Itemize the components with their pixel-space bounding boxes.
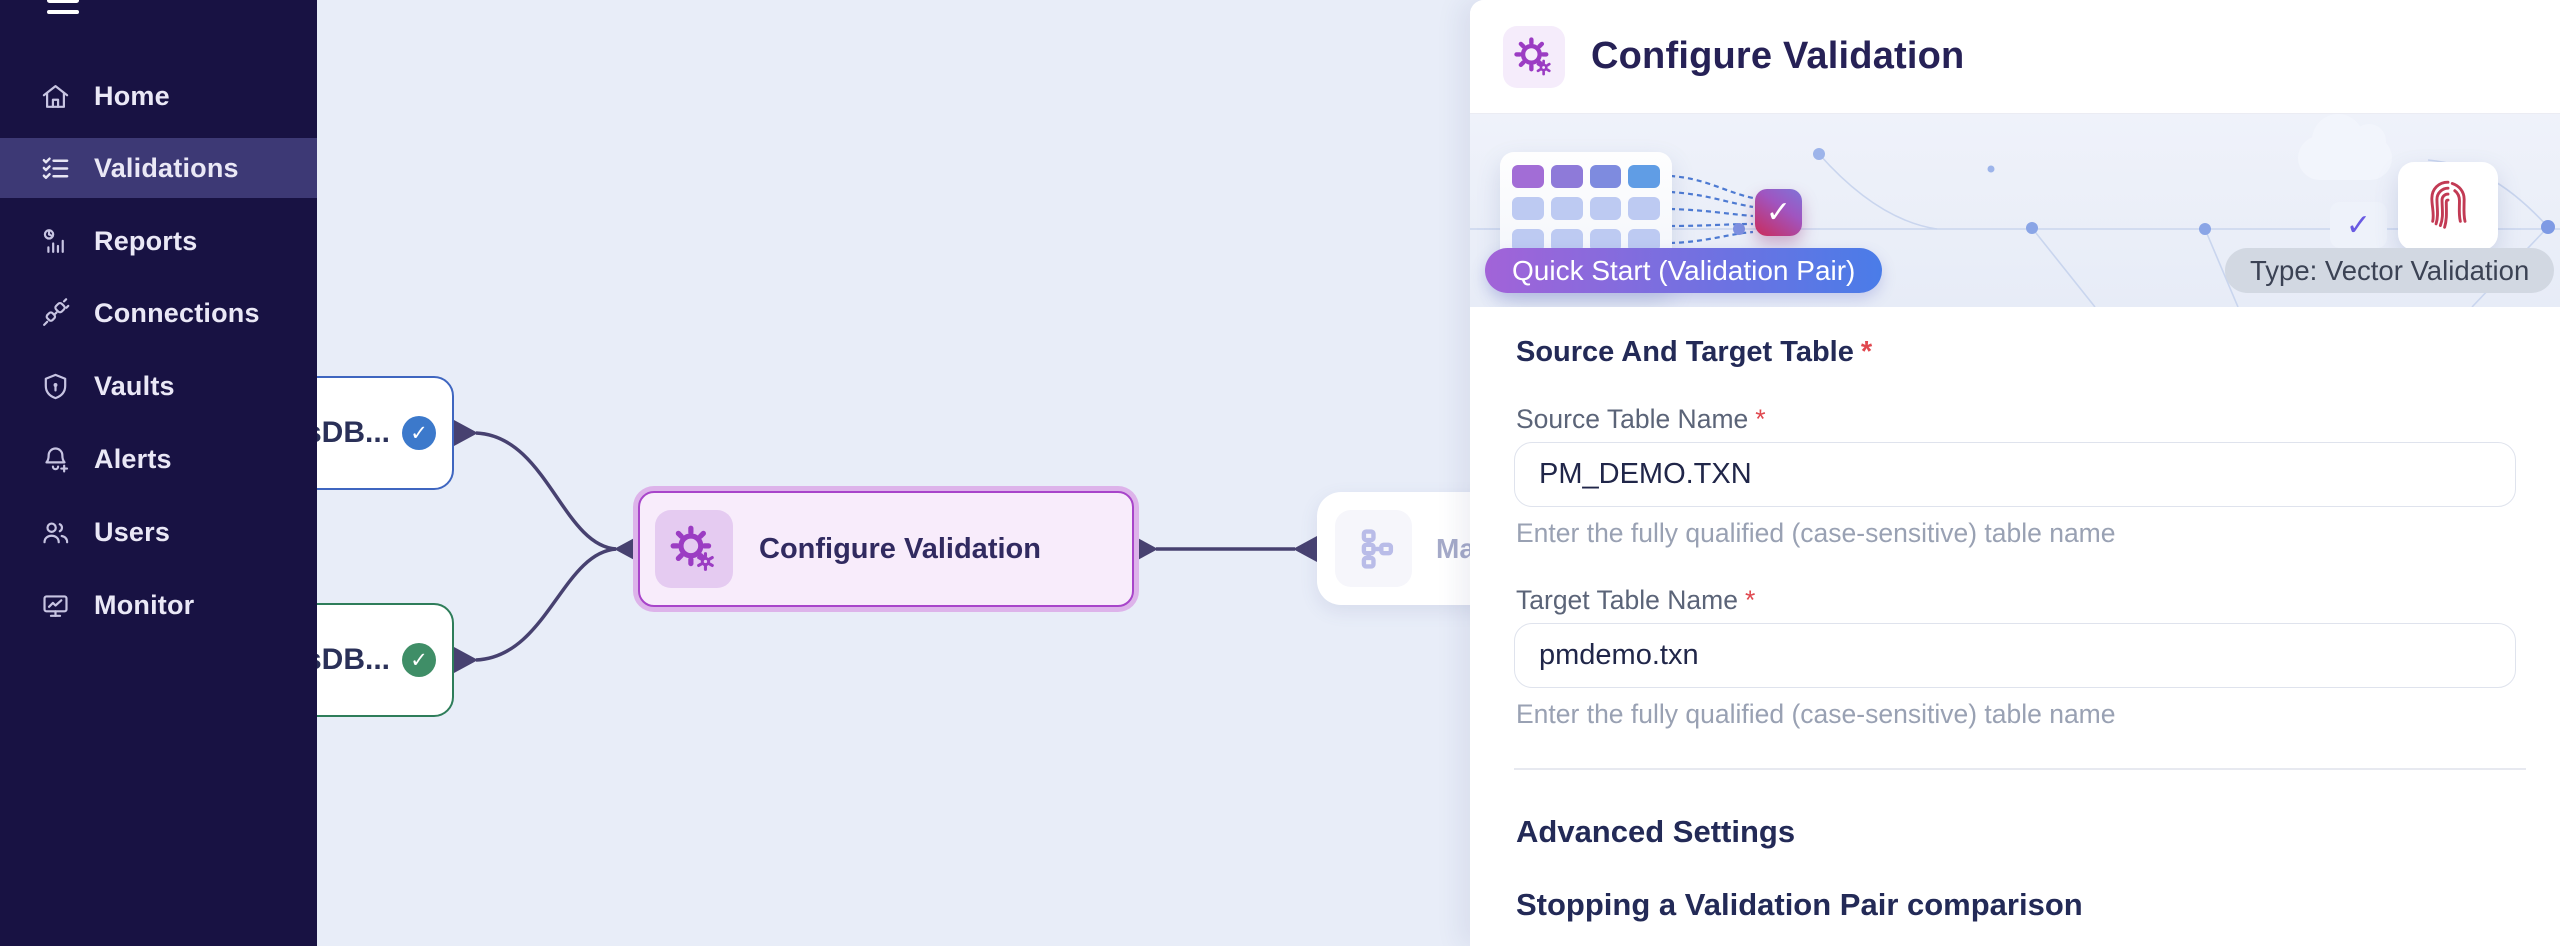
sidebar-item-label: Home xyxy=(94,80,170,111)
validation-type-badge: Type: Vector Validation xyxy=(2225,248,2555,293)
sidebar: Home Validations Reports Connections Vau… xyxy=(0,0,317,946)
sidebar-item-reports[interactable]: Reports xyxy=(0,211,317,271)
verified-check-icon: ✓ xyxy=(402,643,436,677)
validation-banner: ✓ Quick Start (Validation Pair) ✓ Type: … xyxy=(1470,114,2560,307)
node-source-db[interactable]: sDB... ✓ xyxy=(317,376,454,490)
report-chart-icon xyxy=(43,228,64,253)
node-mapping[interactable]: Ma xyxy=(1317,492,1470,605)
check-card-icon: ✓ xyxy=(2330,202,2387,248)
edge-source-to-configure xyxy=(475,431,617,551)
sidebar-item-label: Connections xyxy=(94,297,260,328)
gear-icon-box xyxy=(655,510,733,588)
sidebar-item-label: Validations xyxy=(94,152,239,183)
sidebar-item-validations[interactable]: Validations xyxy=(0,138,317,198)
sidebar-item-label: Monitor xyxy=(94,589,195,620)
section-divider xyxy=(1514,768,2526,770)
sidebar-item-users[interactable]: Users xyxy=(0,502,317,562)
stopping-comparison-heading: Stopping a Validation Pair comparison xyxy=(1516,887,2083,922)
home-icon xyxy=(42,84,69,108)
section-heading-source-target: Source And Target Table* xyxy=(1516,336,1872,369)
gear-icon-box xyxy=(1503,25,1565,88)
section-heading-text: Source And Target Table xyxy=(1516,336,1854,368)
edge-target-to-configure xyxy=(475,547,617,662)
target-table-helper-text: Enter the fully qualified (case-sensitiv… xyxy=(1516,699,2116,729)
target-table-label: Target Table Name* xyxy=(1516,585,1755,616)
sidebar-item-alerts[interactable]: Alerts xyxy=(0,429,317,489)
advanced-settings-heading: Advanced Settings xyxy=(1516,814,1796,849)
flow-edges xyxy=(454,420,1317,673)
sidebar-item-label: Alerts xyxy=(94,443,172,474)
port-mapping-in xyxy=(1293,536,1317,562)
monitor-icon xyxy=(43,594,68,617)
flow-canvas[interactable]: sDB... ✓ sDB... ✓ Configure Validation xyxy=(317,0,1470,946)
sidebar-item-monitor[interactable]: Monitor xyxy=(0,575,317,635)
source-table-helper-text: Enter the fully qualified (case-sensitiv… xyxy=(1516,518,2116,548)
node-target-db[interactable]: sDB... ✓ xyxy=(317,603,454,717)
shield-icon xyxy=(44,373,67,399)
sidebar-item-label: Users xyxy=(94,516,171,547)
verified-check-icon: ✓ xyxy=(402,416,436,450)
users-icon xyxy=(43,521,69,543)
gear-icon xyxy=(670,525,714,571)
bell-plus-icon xyxy=(45,446,69,472)
node-label: Configure Validation xyxy=(759,532,1041,565)
fingerprint-illustration xyxy=(2398,162,2498,250)
required-asterisk: * xyxy=(1744,585,1756,615)
tree-icon xyxy=(1361,528,1393,569)
fingerprint-icon xyxy=(2430,180,2467,229)
source-table-label: Source Table Name* xyxy=(1516,404,1766,435)
node-label: sDB... xyxy=(317,643,390,676)
label-text: Target Table Name xyxy=(1516,585,1738,615)
panel-header: Configure Validation xyxy=(1470,0,2560,114)
configure-validation-panel: Configure Validation xyxy=(1470,0,2560,946)
node-label: sDB... xyxy=(317,416,390,449)
tree-icon-box xyxy=(1335,510,1412,587)
port-configure-in xyxy=(614,536,638,562)
checklist-icon xyxy=(42,156,69,179)
sidebar-item-vaults[interactable]: Vaults xyxy=(0,356,317,416)
sidebar-item-label: Reports xyxy=(94,225,198,256)
sidebar-item-home[interactable]: Home xyxy=(0,66,317,126)
cloud-illustration xyxy=(2298,114,2392,180)
plug-icon xyxy=(43,297,70,326)
required-asterisk: * xyxy=(1755,404,1766,434)
source-table-input[interactable] xyxy=(1514,442,2516,507)
port-source-out xyxy=(454,420,478,446)
sidebar-item-connections[interactable]: Connections xyxy=(0,283,317,343)
validation-check-icon: ✓ xyxy=(1755,189,1802,236)
menu-icon[interactable] xyxy=(47,0,79,14)
required-asterisk: * xyxy=(1860,336,1873,368)
target-table-input[interactable] xyxy=(1514,623,2516,688)
gear-icon xyxy=(1514,36,1551,75)
port-configure-out xyxy=(1134,536,1158,562)
quick-start-badge: Quick Start (Validation Pair) xyxy=(1485,248,1883,293)
port-target-out xyxy=(454,647,478,673)
label-text: Source Table Name xyxy=(1516,404,1749,434)
node-configure-validation[interactable]: Configure Validation xyxy=(638,491,1134,607)
node-label: Ma xyxy=(1436,532,1470,564)
sidebar-item-label: Vaults xyxy=(94,370,175,401)
page-title: Configure Validation xyxy=(1591,35,1965,77)
